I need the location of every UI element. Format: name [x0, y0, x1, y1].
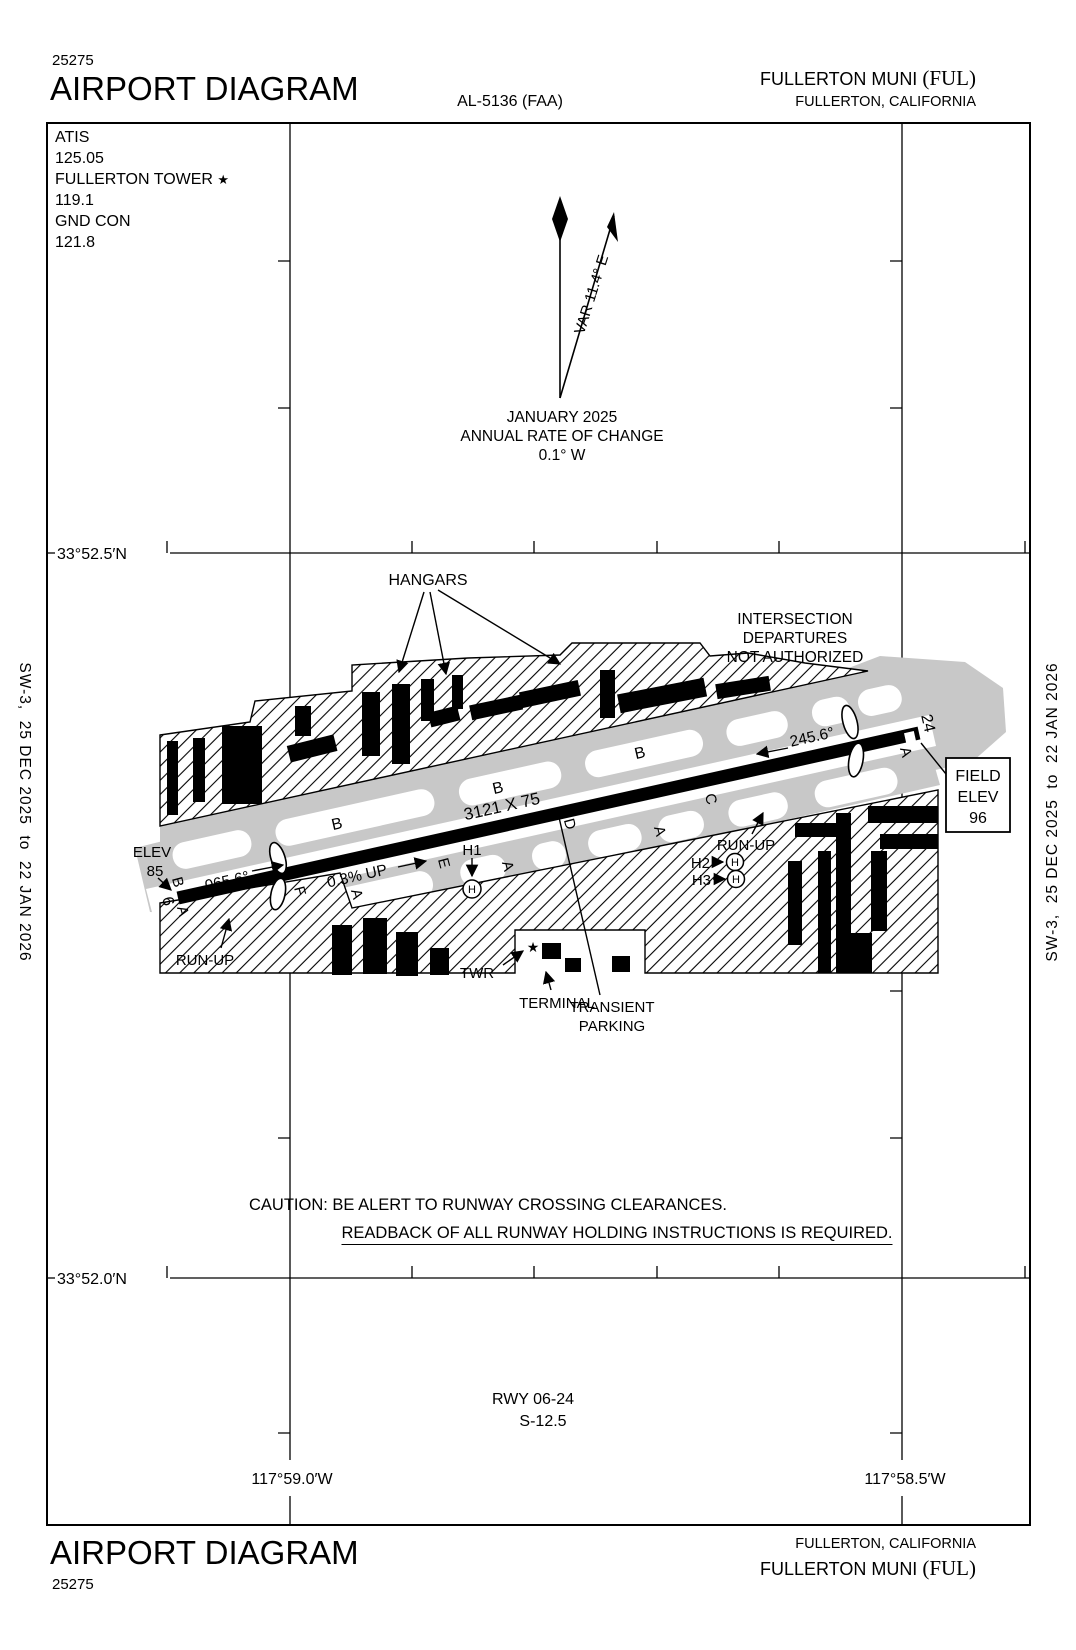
- footer-title: AIRPORT DIAGRAM: [50, 1534, 359, 1571]
- taxiway-a1-label: A: [173, 904, 192, 918]
- runway-06-24: [176, 726, 921, 905]
- true-north-arrow-icon: [552, 196, 568, 242]
- atis-frequency: 125.05: [55, 150, 104, 167]
- longitude-left-label: 117°59.0′W: [251, 1471, 333, 1488]
- h3-circle-letter: H: [732, 874, 740, 886]
- taxiway-d-label: D: [560, 817, 579, 832]
- leader-lines: [157, 589, 947, 996]
- field-elev-line2: ELEV: [958, 789, 999, 806]
- atis-label: ATIS: [55, 129, 90, 146]
- airport-name-text: FULLERTON MUNI: [759, 69, 918, 89]
- intersection-note-line1: INTERSECTION: [737, 611, 852, 628]
- taxiway-b1-label: B: [330, 815, 344, 834]
- tower-star-icon: ★: [217, 172, 230, 187]
- tower-label-text: FULLERTON TOWER: [55, 171, 213, 188]
- caution-line1: CAUTION: BE ALERT TO RUNWAY CROSSING CLE…: [248, 1196, 728, 1214]
- latitude-top-label: 33°52.5′N: [57, 546, 127, 563]
- latitude-bottom-label: 33°52.0′N: [57, 1271, 127, 1288]
- tower-frequency: 119.1: [55, 192, 94, 209]
- field-elev-line1: FIELD: [955, 768, 1000, 785]
- caution-line2: READBACK OF ALL RUNWAY HOLDING INSTRUCTI…: [341, 1224, 893, 1245]
- chart-number-top: 25275: [52, 52, 94, 69]
- elev-06-label: ELEV: [133, 844, 171, 861]
- taxiway-f-label: F: [290, 884, 309, 897]
- magnetic-north-arrow-icon: [607, 212, 618, 242]
- chart-border: [46, 122, 1031, 1526]
- longitude-right-label: 117°58.5′W: [864, 1471, 946, 1488]
- airport-city-header: FULLERTON, CALIFORNIA: [795, 94, 976, 110]
- taxiway-a3-label: A: [498, 859, 517, 873]
- intersection-note-line3: NOT AUTHORIZED: [727, 649, 864, 666]
- runway-strength-label: S-12.5: [519, 1413, 567, 1430]
- taxiway-b-end-label: B: [168, 875, 187, 889]
- variation-label: VAR 11.4° E: [571, 253, 612, 336]
- taxiway-a4-label: A: [650, 824, 669, 838]
- terminal-label: TERMINAL: [519, 995, 595, 1012]
- hold-h3-label: H3: [692, 872, 711, 889]
- taxiway-b3-label: B: [633, 744, 647, 763]
- chart-number-bottom: 25275: [52, 1576, 94, 1593]
- runup-left-label: RUN-UP: [176, 952, 234, 969]
- footer-airport-name: FULLERTON MUNI (FUL): [760, 1556, 976, 1581]
- helipad-symbols: H H H: [462, 852, 746, 899]
- hangars-label: HANGARS: [388, 572, 467, 589]
- tower-label: FULLERTON TOWER ★: [55, 169, 229, 190]
- variation-date: JANUARY 2025: [507, 409, 618, 426]
- footer-airport-name-text: FULLERTON MUNI: [759, 1559, 918, 1579]
- hold-h1-label: H1: [462, 842, 481, 859]
- h2-circle-letter: H: [731, 857, 739, 869]
- procedure-code: AL-5136 (FAA): [457, 93, 563, 110]
- taxiway-a2-label: A: [347, 887, 366, 901]
- intersection-note-line2: DEPARTURES: [743, 630, 848, 647]
- h1-circle-letter: H: [468, 884, 476, 896]
- airport-code-text: (FUL): [922, 66, 976, 90]
- transient-parking-line1: TRANSIENT: [569, 999, 654, 1016]
- annual-rate-value: 0.1° W: [539, 447, 586, 464]
- tower-star-icon: ★: [527, 939, 540, 955]
- runway-end-marker: [904, 731, 916, 743]
- field-elev-value: 96: [969, 810, 987, 827]
- runway-number-24: 24: [917, 713, 938, 734]
- ground-label: GND CON: [55, 213, 131, 230]
- buildings: [167, 670, 938, 976]
- footer-airport-code-text: (FUL): [922, 1556, 976, 1580]
- page-title: AIRPORT DIAGRAM: [50, 70, 359, 107]
- ground-frequency: 121.8: [55, 234, 96, 251]
- taxiway-a-end-label: A: [896, 745, 915, 759]
- airport-name-header: FULLERTON MUNI (FUL): [760, 66, 976, 91]
- runway-id-label: RWY 06-24: [491, 1391, 575, 1408]
- taxiway-e-label: E: [434, 856, 453, 870]
- runway-number-6: 6: [158, 895, 177, 908]
- annual-rate-label: ANNUAL RATE OF CHANGE: [460, 428, 663, 445]
- transient-parking-line2: PARKING: [579, 1018, 645, 1035]
- footer-city: FULLERTON, CALIFORNIA: [795, 1536, 976, 1552]
- tower-label-diagram: TWR: [460, 965, 494, 982]
- elev-06-value: 85: [147, 863, 164, 880]
- field-elev-box: FIELD ELEV 96: [945, 757, 1011, 833]
- compass-rose: VAR 11.4° E JANUARY 2025 ANNUAL RATE OF …: [460, 196, 664, 464]
- taxiway-b2-label: B: [491, 779, 505, 798]
- comm-box: ATIS 125.05 FULLERTON TOWER ★ 119.1 GND …: [55, 127, 229, 253]
- runup-right-label: RUN-UP: [717, 837, 775, 854]
- hold-h2-label: H2: [691, 855, 710, 872]
- taxiway-c-label: C: [701, 792, 720, 807]
